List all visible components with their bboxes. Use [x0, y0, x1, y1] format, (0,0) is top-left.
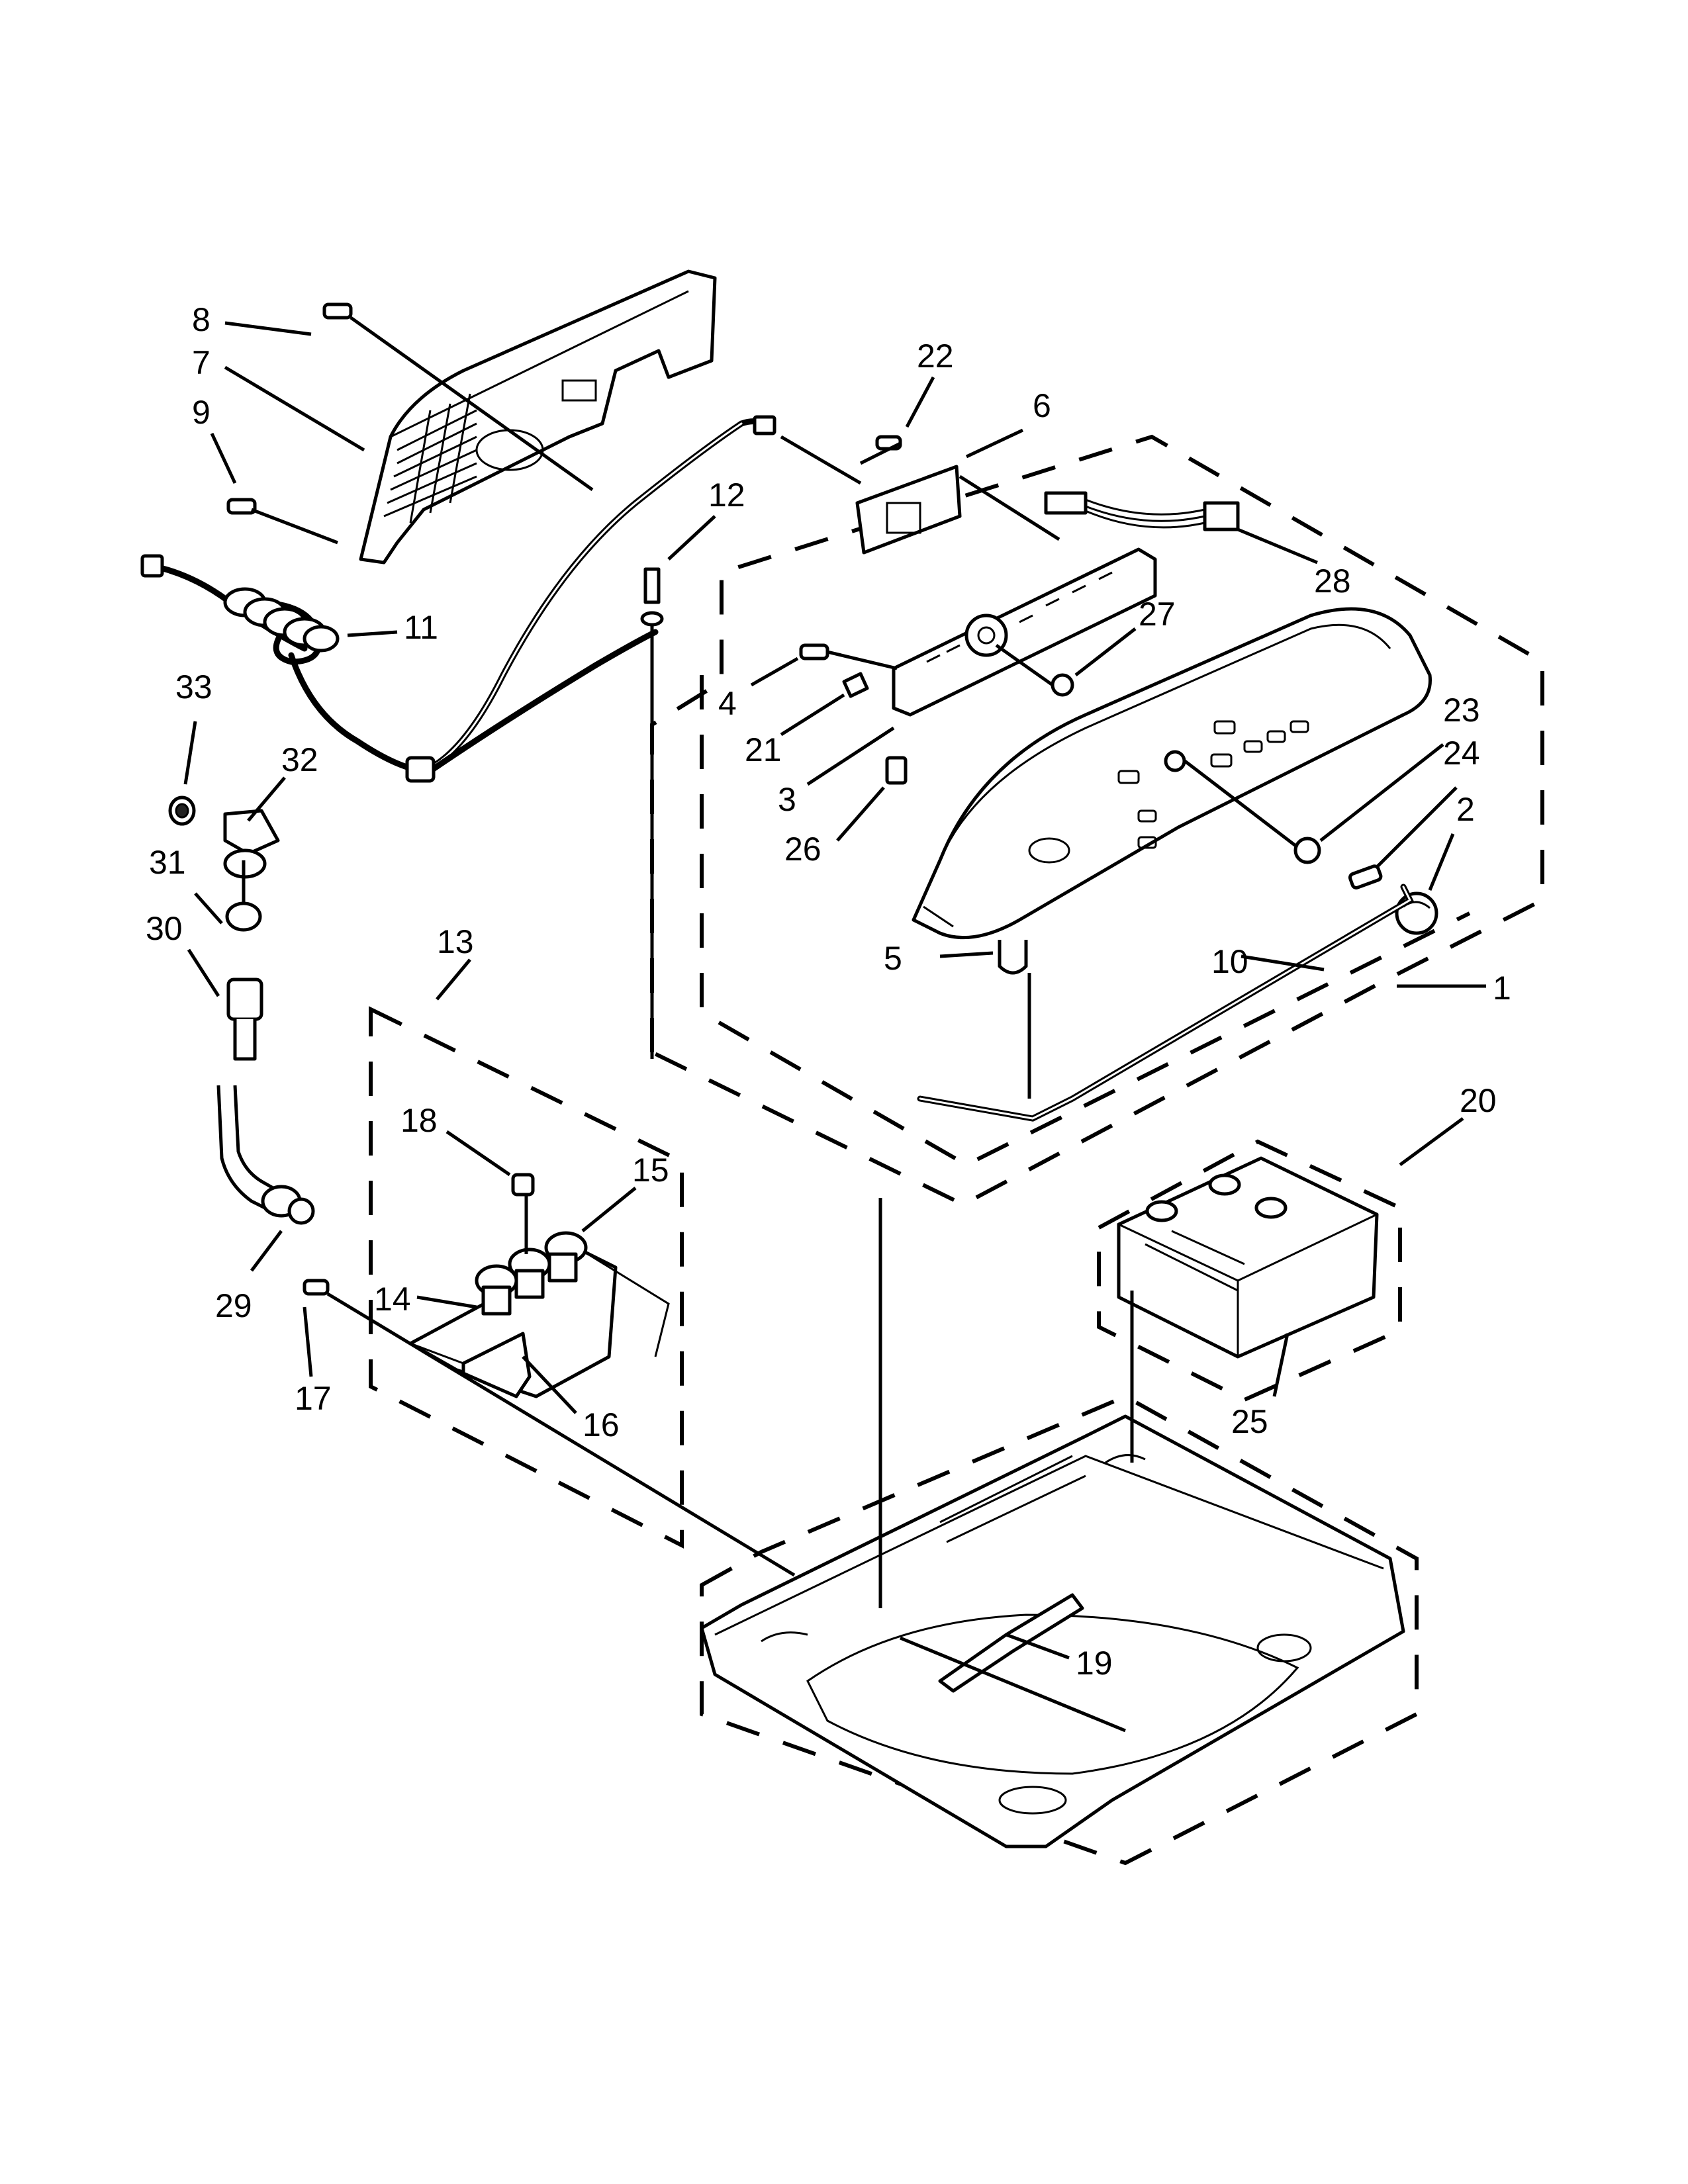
dispenser-outline — [1097, 1139, 1402, 1402]
callout-28: 28 — [1314, 563, 1351, 600]
knob-ring — [1051, 673, 1074, 697]
vent-grid — [383, 393, 477, 523]
inner-console-outline — [700, 675, 1471, 1167]
top-panel — [700, 1414, 1405, 1848]
callout-17: 17 — [295, 1380, 332, 1417]
callout-6: 6 — [1033, 387, 1051, 424]
callout-24: 24 — [1443, 735, 1480, 772]
callout-14: 14 — [374, 1281, 411, 1318]
water-valve-assembly-outline — [369, 1006, 684, 1549]
callout-29: 29 — [215, 1287, 252, 1324]
leader-lines — [183, 316, 1486, 1733]
callout-20: 20 — [1460, 1082, 1497, 1119]
callout-18: 18 — [400, 1102, 438, 1139]
callout-9: 9 — [192, 394, 211, 431]
callout-13: 13 — [437, 923, 474, 960]
callout-21: 21 — [745, 731, 782, 768]
console-panel — [912, 607, 1432, 940]
ui-module — [855, 465, 962, 555]
knob-parts — [1293, 837, 1438, 935]
callout-26: 26 — [784, 831, 821, 868]
callout-4: 4 — [718, 685, 737, 722]
callout-25: 25 — [1231, 1403, 1268, 1440]
callout-5: 5 — [884, 940, 902, 977]
callout-12: 12 — [708, 477, 745, 514]
control-board — [892, 547, 1157, 717]
callout-8: 8 — [192, 301, 211, 338]
callout-31: 31 — [149, 844, 186, 881]
hinge-hook — [998, 940, 1028, 975]
screws — [226, 302, 902, 1296]
top-panel-outline — [700, 1394, 1419, 1866]
callout-10: 10 — [1211, 943, 1248, 980]
cord-coil — [223, 587, 340, 653]
callout-32: 32 — [281, 741, 318, 778]
callout-30: 30 — [146, 910, 183, 947]
inlet-hose-parts — [168, 796, 315, 1225]
callout-2: 2 — [1456, 791, 1475, 828]
board-clip — [885, 756, 908, 785]
water-valve — [408, 1231, 670, 1398]
callout-1: 1 — [1493, 970, 1511, 1007]
callout-22: 22 — [917, 338, 954, 375]
power-cord — [140, 415, 776, 783]
board-fastener — [842, 672, 869, 698]
callout-labels: 1 2 3 4 5 6 7 8 9 10 11 12 13 14 15 16 1… — [146, 301, 1511, 1682]
callout-11: 11 — [404, 609, 438, 646]
console-assembly-outline — [650, 434, 1544, 1207]
callout-33: 33 — [175, 668, 212, 705]
rear-bracket — [359, 269, 717, 565]
callout-15: 15 — [632, 1152, 669, 1189]
callout-3: 3 — [778, 781, 796, 818]
callout-7: 7 — [192, 344, 211, 381]
callout-27: 27 — [1139, 596, 1176, 633]
callout-16: 16 — [583, 1406, 620, 1443]
wire-harness — [1044, 491, 1240, 531]
callout-23: 23 — [1443, 692, 1480, 729]
dispenser-drawer — [1117, 1156, 1379, 1359]
group-outlines — [369, 434, 1544, 1866]
callout-19: 19 — [1076, 1645, 1113, 1682]
